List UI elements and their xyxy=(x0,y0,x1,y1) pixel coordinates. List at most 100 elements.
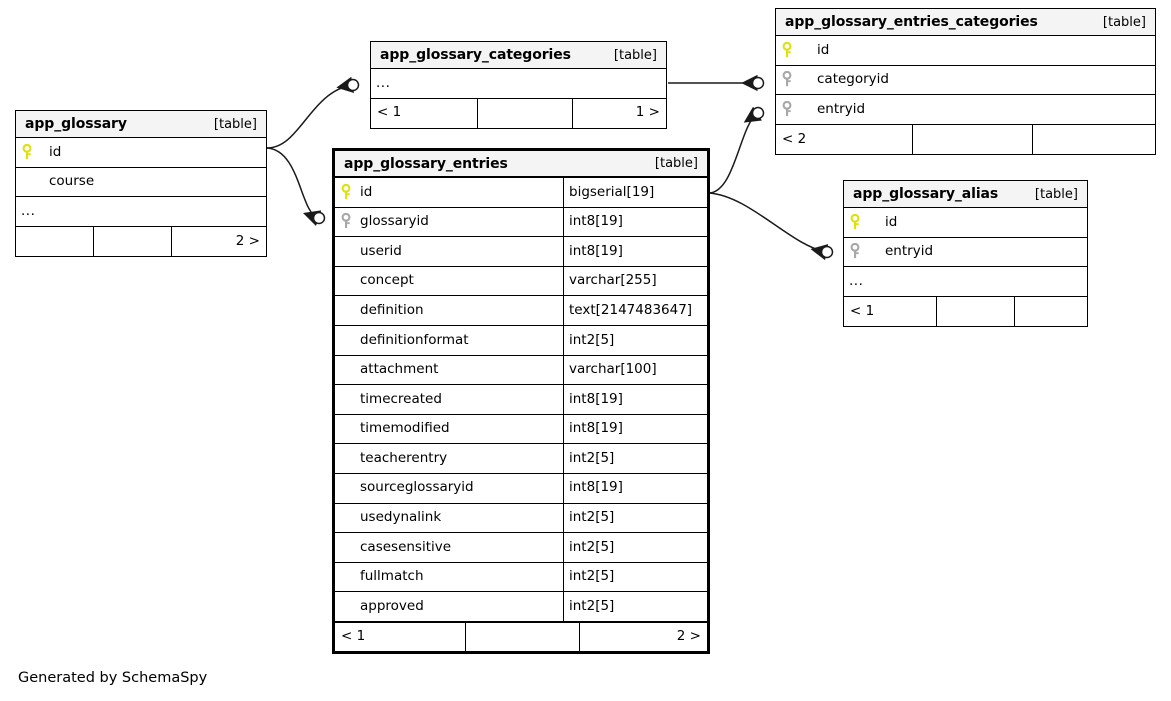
column-name-cell: fullmatch xyxy=(335,563,563,592)
column-name-cell: definition xyxy=(335,296,563,325)
table-title-app-glossary-entries: app_glossary_entries [table] xyxy=(335,151,707,178)
column-name-cell: approved xyxy=(335,592,563,621)
table-app-glossary-entries[interactable]: app_glossary_entries [table] id bigseria… xyxy=(332,148,710,654)
column-type: int2[5] xyxy=(563,533,707,562)
column-row-attachment[interactable]: attachment varchar[100] xyxy=(335,355,707,386)
column-label: casesensitive xyxy=(360,538,452,555)
table-name: app_glossary_entries_categories xyxy=(785,14,1038,30)
column-row-userid[interactable]: userid int8[19] xyxy=(335,237,707,267)
column-row-timecreated[interactable]: timecreated int8[19] xyxy=(335,385,707,415)
primary-key-icon xyxy=(850,213,865,231)
column-name-cell: teacherentry xyxy=(335,444,563,473)
column-row-course[interactable]: course xyxy=(16,168,266,198)
table-app-glossary-entries-categories[interactable]: app_glossary_entries_categories [table] … xyxy=(775,8,1156,155)
column-name-cell: id xyxy=(335,178,563,207)
column-label: glossaryid xyxy=(360,213,429,230)
table-footer-app-glossary: 2 > xyxy=(16,226,266,256)
column-row-definitionformat[interactable]: definitionformat int2[5] xyxy=(335,325,707,356)
edge-entries-to-alias xyxy=(708,192,834,261)
no-key-spacer xyxy=(341,361,356,378)
table-app-glossary[interactable]: app_glossary [table] id course xyxy=(15,110,267,257)
column-name-cell: entryid xyxy=(844,238,1087,267)
column-row-entryid[interactable]: entryid xyxy=(844,238,1087,268)
column-row-casesensitive[interactable]: casesensitive int2[5] xyxy=(335,533,707,563)
edge-glossary-to-categories xyxy=(266,76,360,149)
table-name: app_glossary_categories xyxy=(380,47,571,63)
footer-center-cell xyxy=(913,124,1033,154)
column-row-id[interactable]: id bigserial[19] xyxy=(335,178,707,208)
footer-right-relations: 2 > xyxy=(676,628,701,645)
column-label: course xyxy=(49,173,95,190)
column-row-approved[interactable]: approved int2[5] xyxy=(335,592,707,622)
column-label: teacherentry xyxy=(360,449,448,466)
no-key-spacer xyxy=(22,173,37,190)
no-key-spacer xyxy=(341,391,356,408)
column-row-id[interactable]: id xyxy=(16,138,266,168)
column-row-id[interactable]: id xyxy=(776,36,1155,66)
column-label: categoryid xyxy=(817,71,889,88)
column-row-fullmatch[interactable]: fullmatch int2[5] xyxy=(335,562,707,593)
primary-key-icon xyxy=(782,41,797,59)
table-kind-label: [table] xyxy=(1034,186,1078,202)
column-name-cell: concept xyxy=(335,267,563,296)
column-row-entryid[interactable]: entryid xyxy=(776,95,1155,125)
no-key-spacer xyxy=(341,539,356,556)
column-row-concept[interactable]: concept varchar[255] xyxy=(335,266,707,297)
edge-entries-to-entries-categories xyxy=(708,106,765,194)
table-app-glossary-alias[interactable]: app_glossary_alias [table] id xyxy=(843,180,1088,327)
column-name-cell: id xyxy=(844,208,1087,237)
table-title-app-glossary-alias: app_glossary_alias [table] xyxy=(844,181,1087,208)
column-type: int2[5] xyxy=(563,562,707,592)
column-type: int8[19] xyxy=(563,207,707,237)
table-footer-app-glossary-entries-categories: < 2 xyxy=(776,124,1155,154)
table-app-glossary-categories[interactable]: app_glossary_categories [table] ... < 1 … xyxy=(370,41,667,129)
footer-right-relations xyxy=(1033,125,1155,154)
column-name-cell: categoryid xyxy=(776,66,1155,95)
edge-categories-to-entries-categories xyxy=(668,74,765,92)
ellipsis-text: ... xyxy=(376,74,391,91)
no-key-spacer xyxy=(341,450,356,467)
table-name: app_glossary xyxy=(25,116,127,132)
column-row-categoryid[interactable]: categoryid xyxy=(776,66,1155,96)
column-row-teacherentry[interactable]: teacherentry int2[5] xyxy=(335,444,707,474)
column-name-cell: timecreated xyxy=(335,385,563,414)
column-row-glossaryid[interactable]: glossaryid int8[19] xyxy=(335,207,707,238)
column-type: int2[5] xyxy=(563,325,707,355)
footer-center-cell xyxy=(937,296,1015,326)
footer-left-relations: < 1 xyxy=(371,98,478,128)
no-key-spacer xyxy=(341,480,356,497)
column-label: concept xyxy=(360,272,414,289)
column-type: int2[5] xyxy=(563,503,707,533)
column-row-timemodified[interactable]: timemodified int8[19] xyxy=(335,414,707,445)
column-row-id[interactable]: id xyxy=(844,208,1087,238)
column-name-cell: id xyxy=(16,138,266,167)
column-name-cell: timemodified xyxy=(335,415,563,444)
ellipsis-text: ... xyxy=(21,202,36,219)
no-key-spacer xyxy=(341,421,356,438)
column-row-definition[interactable]: definition text[2147483647] xyxy=(335,296,707,326)
column-label: definitionformat xyxy=(360,331,469,348)
column-name-cell: glossaryid xyxy=(335,208,563,237)
column-type: int2[5] xyxy=(563,592,707,621)
column-type: int8[19] xyxy=(563,385,707,414)
column-row-sourceglossaryid[interactable]: sourceglossaryid int8[19] xyxy=(335,473,707,504)
column-row-usedynalink[interactable]: usedynalink int2[5] xyxy=(335,503,707,534)
column-type: int8[19] xyxy=(563,473,707,503)
no-key-spacer xyxy=(341,598,356,615)
no-key-spacer xyxy=(341,243,356,260)
column-type: int8[19] xyxy=(563,414,707,444)
no-key-spacer xyxy=(341,332,356,349)
column-label: id xyxy=(885,213,898,230)
footer-left-relations: < 1 xyxy=(335,622,466,651)
no-key-spacer xyxy=(341,302,356,319)
column-name-cell: id xyxy=(776,36,1155,65)
foreign-key-icon xyxy=(341,213,356,230)
column-name-cell: sourceglossaryid xyxy=(335,474,563,503)
no-key-spacer xyxy=(341,569,356,586)
table-title-app-glossary-entries-categories: app_glossary_entries_categories [table] xyxy=(776,9,1155,36)
foreign-key-icon xyxy=(850,243,865,260)
column-name-cell: casesensitive xyxy=(335,533,563,562)
table-kind-label: [table] xyxy=(613,47,657,63)
foreign-key-icon xyxy=(782,100,797,118)
